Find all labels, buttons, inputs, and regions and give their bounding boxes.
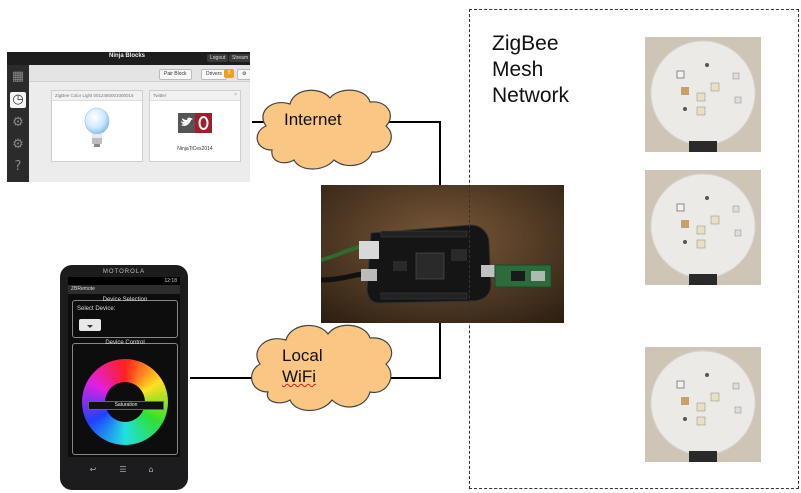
- select-device-label: Select Device:: [77, 306, 116, 312]
- chevron-down-icon: [87, 325, 93, 328]
- ninja-icon[interactable]: ▦: [11, 69, 25, 84]
- local-wifi-label: Local WiFi: [282, 345, 323, 387]
- help-icon[interactable]: ?: [14, 159, 22, 174]
- beaglebone-board-photo: [321, 185, 564, 323]
- light-bulb-icon: [84, 107, 110, 147]
- dashboard-topbar: Ninja Blocks Logout Stream: [7, 52, 250, 65]
- zigbee-sensor-board-2: [645, 170, 761, 285]
- wifi-cloud: [251, 324, 393, 412]
- card-header: ZigBee Color Light 0012480001000015: [52, 91, 142, 101]
- device-dropdown[interactable]: [79, 319, 101, 331]
- close-icon[interactable]: ×: [234, 92, 237, 98]
- internet-label: Internet: [284, 110, 342, 129]
- device-control-group: Device Control: [72, 340, 178, 455]
- network-label: Network: [492, 84, 570, 107]
- twitter-card[interactable]: Twitter × NinjaTiCes2014: [149, 90, 241, 162]
- drivers-count-badge: 3: [224, 69, 234, 78]
- home-icon[interactable]: ⌂: [148, 465, 154, 474]
- sensor-board-image: [645, 37, 761, 152]
- beaglebone-board-image: [321, 185, 564, 323]
- logout-button[interactable]: Logout: [207, 54, 229, 62]
- status-bar: 12:18: [68, 277, 180, 285]
- line-internet-to-board: [384, 121, 441, 185]
- zigbee-light-card[interactable]: ZigBee Color Light 0012480001000015: [51, 90, 143, 162]
- mesh-label: Mesh: [492, 58, 544, 81]
- phone-screen: 12:18 ZBRemote Device Selection Select D…: [68, 277, 180, 457]
- zigbee-mesh-network-box: [469, 9, 799, 489]
- device-selection-group: Device Selection Select Device:: [72, 297, 178, 338]
- cog-icon[interactable]: ⚙: [12, 115, 24, 130]
- sensor-board-image: [645, 347, 761, 462]
- ninja-blocks-dashboard: Ninja Blocks Logout Stream ▦ ◷ ⚙ ⚙ ? Pai…: [7, 52, 250, 182]
- internet-cloud: [256, 89, 392, 170]
- twitter-caption: NinjaTiCes2014: [177, 146, 213, 152]
- local-label: Local: [282, 346, 323, 365]
- stream-button[interactable]: Stream: [229, 54, 250, 62]
- settings-button[interactable]: ⚙: [237, 69, 250, 80]
- drivers-button[interactable]: Drivers: [201, 69, 227, 80]
- android-phone: MOTOROLA 12:18 ZBRemote Device Selection…: [60, 265, 188, 490]
- zigbee-mesh-title: ZigBee Mesh Network: [492, 31, 569, 109]
- app-title-bar: ZBRemote: [68, 285, 180, 294]
- dashboard-sidebar: ▦ ◷ ⚙ ⚙ ?: [7, 65, 29, 182]
- dashboard-title: Ninja Blocks: [108, 53, 145, 59]
- pair-block-button[interactable]: Pair Block: [159, 69, 192, 80]
- zigbee-sensor-board-3: [645, 347, 761, 462]
- zigbee-sensor-board-1: [645, 37, 761, 152]
- gear-icon[interactable]: ⚙: [12, 137, 24, 152]
- line-wifi-to-board: [384, 323, 441, 379]
- clock-icon[interactable]: ◷: [10, 92, 26, 108]
- twitter-icon: [178, 113, 212, 133]
- saturation-slider[interactable]: Saturation: [88, 401, 164, 410]
- device-selection-title: Device Selection: [102, 297, 148, 303]
- back-icon[interactable]: ↩: [89, 465, 97, 474]
- phone-brand: MOTOROLA: [102, 269, 146, 275]
- menu-icon[interactable]: ☰: [119, 465, 127, 474]
- card-header: Twitter: [150, 91, 240, 101]
- sensor-board-image: [645, 170, 761, 285]
- dashboard-toolbar: Pair Block Drivers 3 ⚙: [29, 65, 250, 82]
- device-control-title: Device Control: [105, 340, 145, 346]
- wifi-label: WiFi: [282, 367, 316, 386]
- zigbee-label: ZigBee: [492, 32, 559, 55]
- phone-nav-bar: ↩ ☰ ⌂: [60, 461, 188, 481]
